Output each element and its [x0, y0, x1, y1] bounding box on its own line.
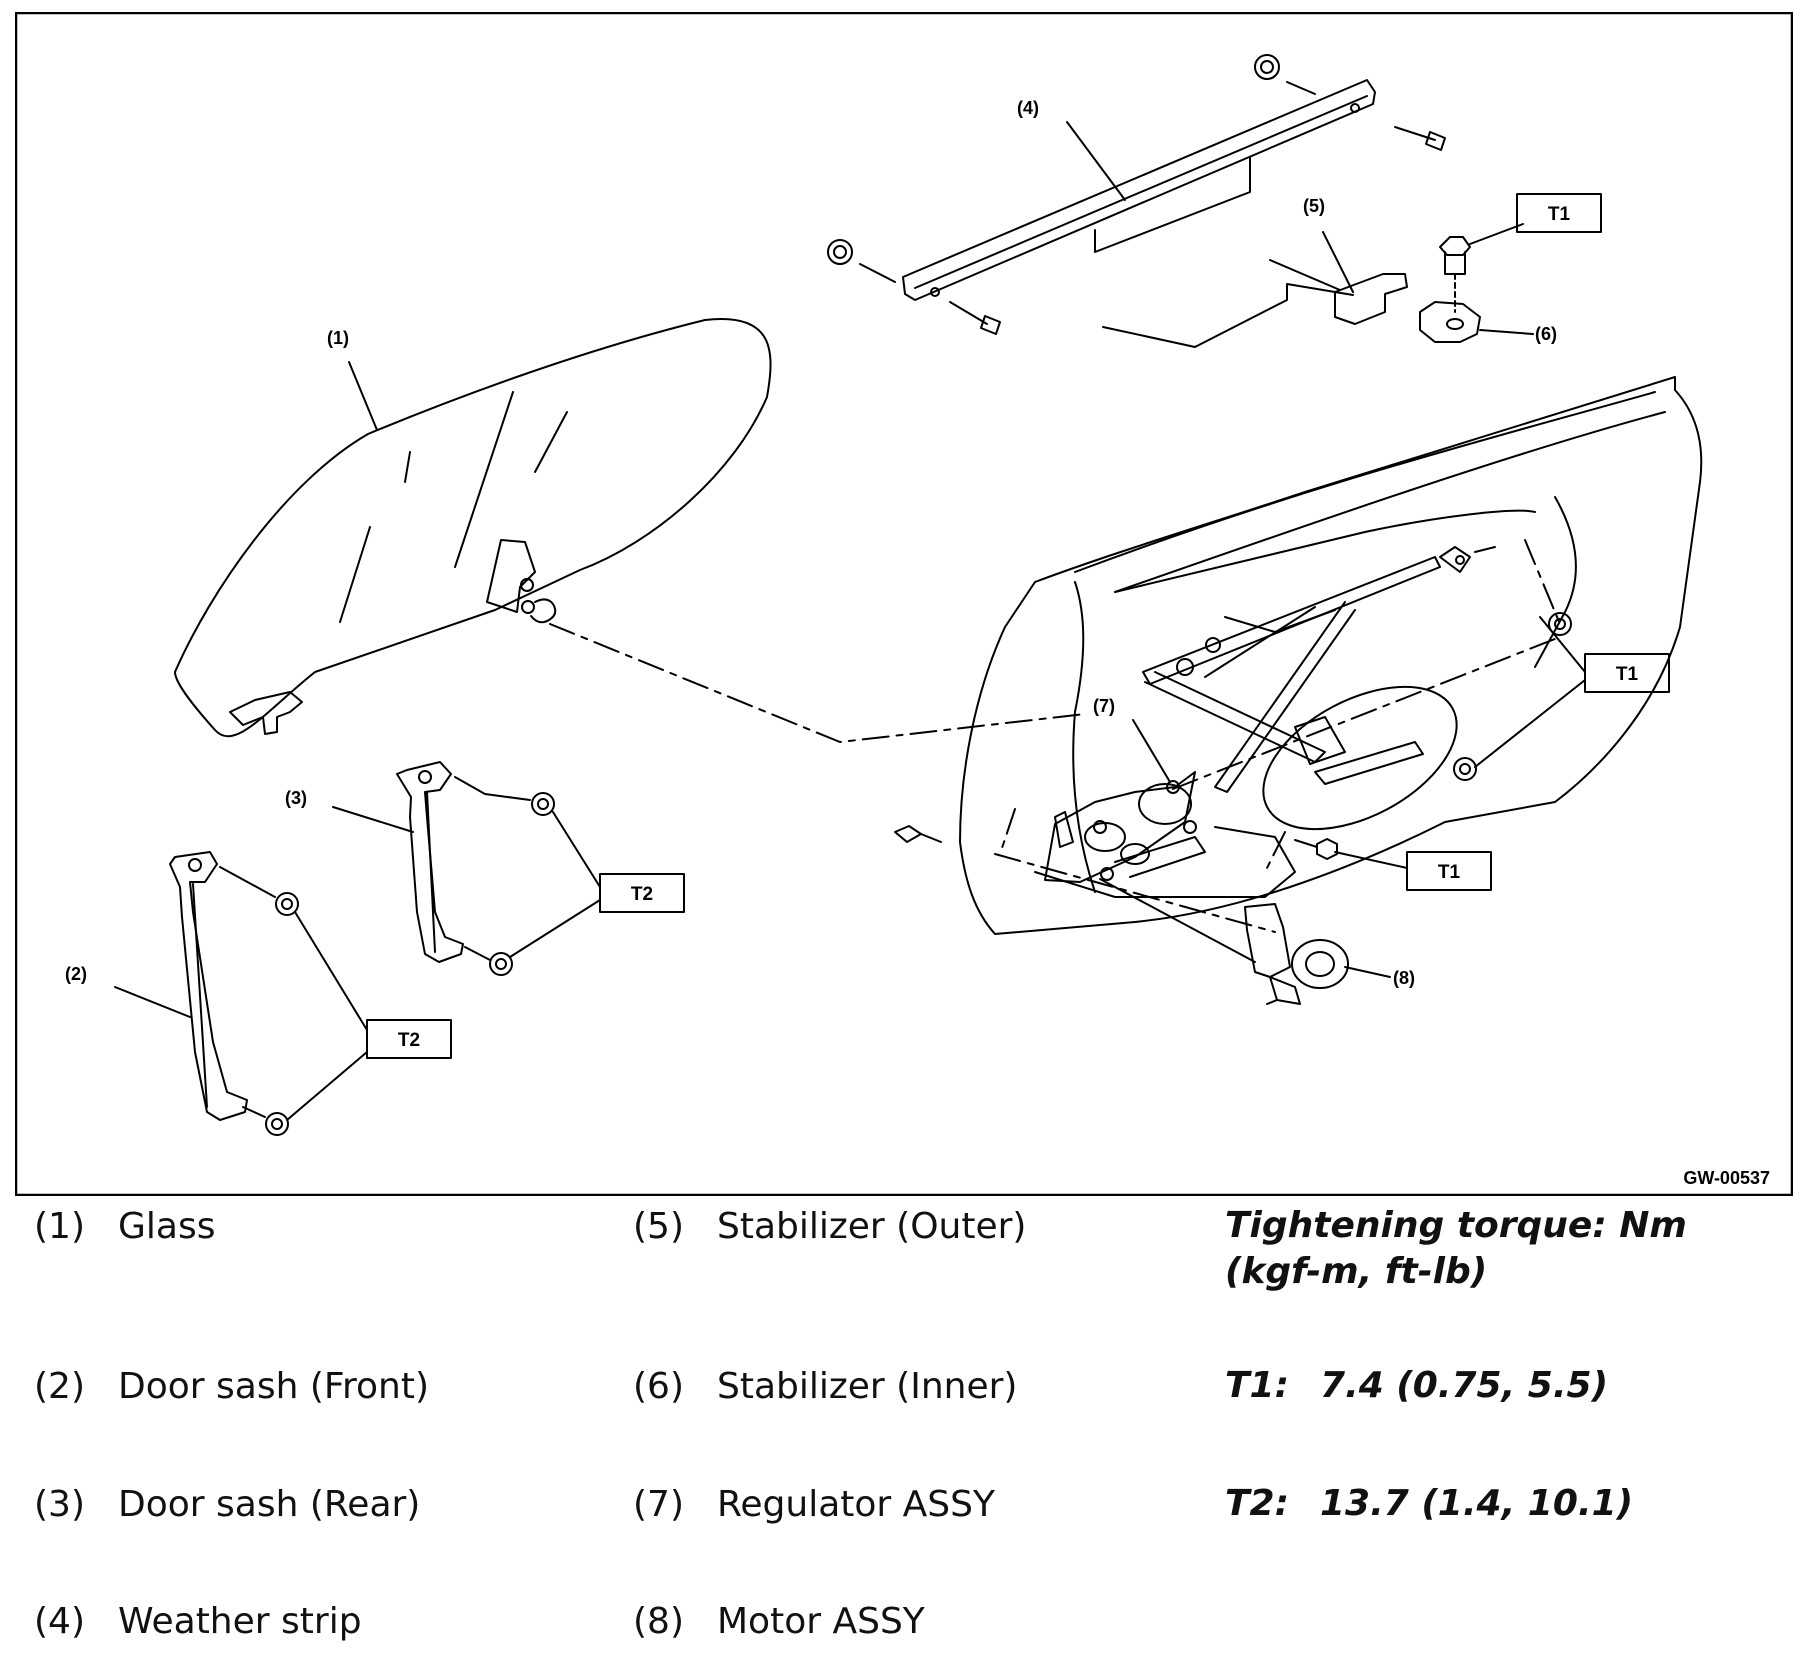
- t2-tag-front: T2: [398, 1030, 420, 1051]
- torque-box-t1-top: T1: [1516, 193, 1602, 233]
- legend-num: (7): [633, 1484, 684, 1525]
- leader-8: [1344, 966, 1391, 978]
- torque-t2: T2: 13.7 (1.4, 10.1): [1225, 1481, 1795, 1527]
- torque-box-t2-front: T2: [366, 1019, 452, 1059]
- torque-value: 7.4 (0.75, 5.5): [1320, 1365, 1609, 1406]
- torque-box-t1-lower: T1: [1334, 851, 1492, 891]
- torque-t1: T1: 7.4 (0.75, 5.5): [1225, 1363, 1795, 1409]
- glass-part: [174, 317, 1086, 743]
- diagram-border: [15, 12, 1793, 1196]
- t1-tag-right: T1: [1616, 664, 1639, 685]
- door-sash-rear-part: [332, 761, 601, 976]
- t1-tag-top: T1: [1548, 204, 1571, 225]
- legend-num: (6): [633, 1366, 684, 1407]
- callout-4: (4): [1017, 98, 1039, 118]
- callout-labels: (1) (2) (3) (4) (5) (6) (7) (8) GW-00537: [65, 98, 1770, 1188]
- legend-name: Stabilizer (Inner): [717, 1366, 1018, 1407]
- callout-8: (8): [1393, 968, 1415, 988]
- legend-name: Weather strip: [118, 1601, 362, 1642]
- leader-5: [1322, 231, 1354, 293]
- legend-num: (1): [34, 1206, 85, 1247]
- callout-7: (7): [1093, 696, 1115, 716]
- torque-key: T1:: [1225, 1365, 1290, 1406]
- legend-name: Door sash (Front): [118, 1366, 429, 1407]
- legend-name: Door sash (Rear): [118, 1484, 421, 1525]
- torque-title: Tightening torque: Nm (kgf-m, ft-lb): [1225, 1203, 1795, 1295]
- legend-num: (2): [34, 1366, 85, 1407]
- legend-num: (8): [633, 1601, 684, 1642]
- legend-name: Stabilizer (Outer): [717, 1206, 1027, 1247]
- callout-6: (6): [1535, 324, 1557, 344]
- callout-1: (1): [327, 328, 349, 348]
- fasteners-regulator: [894, 825, 1338, 860]
- stabilizer-inner-part: [1419, 223, 1534, 343]
- legend-num: (4): [34, 1601, 85, 1642]
- diagram-canvas: T1 T1 T1 T2 T2 (1) (2) (3) (4) (5) (6) (…: [15, 12, 1793, 1196]
- figure-code: GW-00537: [1683, 1168, 1770, 1188]
- legend-name: Motor ASSY: [717, 1601, 925, 1642]
- weather-strip-part: [827, 54, 1446, 335]
- exploded-diagram: T1 T1 T1 T2 T2 (1) (2) (3) (4) (5) (6) (…: [15, 12, 1793, 1196]
- door-sash-front-part: [114, 851, 368, 1136]
- stabilizer-outer-part: [1102, 231, 1408, 348]
- motor-assy-part: [1099, 878, 1391, 1005]
- callout-2: (2): [65, 964, 87, 984]
- legend-num: (3): [34, 1484, 85, 1525]
- leader-1: [348, 361, 378, 431]
- legend-num: (5): [633, 1206, 684, 1247]
- t1-tag-lower: T1: [1438, 862, 1461, 883]
- leader-7: [1132, 719, 1171, 783]
- leader-6: [1479, 329, 1534, 335]
- leader-2: [114, 986, 191, 1018]
- torque-title-text: Tightening torque: Nm (kgf-m, ft-lb): [1225, 1205, 1687, 1292]
- leader-4: [1066, 121, 1126, 201]
- leader-3: [332, 806, 414, 833]
- callout-5: (5): [1303, 196, 1325, 216]
- callout-3: (3): [285, 788, 307, 808]
- door-panel: [959, 376, 1703, 935]
- t2-tag-rear: T2: [631, 884, 653, 905]
- legend-name: Glass: [118, 1206, 216, 1247]
- torque-key: T2:: [1225, 1483, 1290, 1524]
- torque-box-t1-right: T1: [1474, 616, 1670, 768]
- torque-value: 13.7 (1.4, 10.1): [1320, 1483, 1634, 1524]
- legend-name: Regulator ASSY: [717, 1484, 995, 1525]
- torque-box-t2-rear: T2: [599, 873, 685, 913]
